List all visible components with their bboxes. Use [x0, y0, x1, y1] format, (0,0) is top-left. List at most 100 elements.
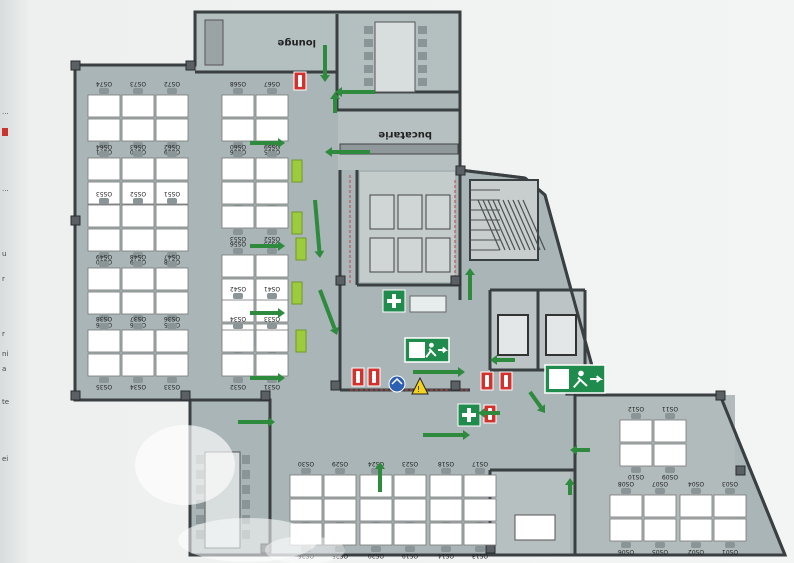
desk — [87, 267, 121, 291]
desk — [429, 498, 463, 522]
lounge-sofa — [204, 19, 224, 66]
desk — [255, 329, 289, 353]
desk-chair — [133, 323, 143, 329]
evacuation-arrows — [238, 45, 590, 495]
chair — [242, 470, 250, 479]
desk-label: OS51 — [164, 190, 180, 197]
desk — [87, 353, 121, 377]
kitchen-counter — [339, 143, 459, 155]
chair — [364, 78, 373, 86]
desk — [155, 94, 189, 118]
desk — [619, 419, 653, 443]
meeting-table — [374, 21, 416, 93]
desk-chair — [133, 377, 143, 383]
desk — [323, 522, 357, 546]
restroom-stall — [397, 194, 423, 230]
desk-label: OS73 — [130, 80, 146, 87]
desk — [393, 474, 427, 498]
evacuation-arrow-icon — [335, 87, 375, 97]
desk-label: OS12 — [628, 405, 644, 412]
desk-label: OS11 — [662, 405, 678, 412]
desk-label: OS37 — [130, 315, 146, 322]
evacuation-arrow-icon — [375, 462, 385, 492]
margin-text: u — [2, 250, 7, 258]
desk — [155, 329, 189, 353]
desk — [121, 353, 155, 377]
svg-text:!: ! — [417, 385, 420, 394]
stair-step — [497, 199, 521, 251]
desk — [155, 204, 189, 228]
desk — [619, 443, 653, 467]
desk — [155, 157, 189, 181]
desk-chair — [665, 413, 675, 419]
desk-clusters: OS74OS73OS72OS71OS70OS69OS68OS67OS66OS65… — [87, 80, 747, 559]
desk-label: OS14 — [438, 552, 454, 559]
evacuation-arrow-icon — [320, 45, 330, 82]
desk-label: OS41 — [264, 285, 280, 292]
column-6 — [335, 275, 346, 286]
fire-extinguisher-icon — [480, 371, 494, 391]
elevator-2 — [545, 314, 577, 356]
desk-chair — [725, 488, 735, 494]
desk — [121, 94, 155, 118]
desk — [643, 518, 677, 542]
desk-chair — [133, 142, 143, 148]
desk-label: OS07 — [652, 480, 668, 487]
evacuation-arrow-icon — [250, 138, 285, 148]
desk-label: OS33 — [264, 315, 280, 322]
desk-chair — [133, 315, 143, 321]
stair-step — [507, 199, 531, 251]
column-7 — [450, 275, 461, 286]
evacuation-arrow-icon — [330, 92, 340, 113]
desk-label: OS04 — [688, 480, 704, 487]
desk — [121, 291, 155, 315]
desk-chair — [99, 142, 109, 148]
desk-chair — [267, 293, 277, 299]
desk-label: OS10 — [628, 473, 644, 480]
glare-spot — [135, 425, 235, 505]
desk-chair — [233, 142, 243, 148]
desk-label: OS59 — [264, 143, 280, 150]
desk-chair — [267, 151, 277, 157]
desk-chair — [475, 468, 485, 474]
column-14 — [735, 465, 746, 476]
desk-chair — [233, 229, 243, 235]
desk — [221, 181, 255, 205]
fire-extinguisher-icon — [351, 367, 365, 387]
desk-label: OS64 — [96, 143, 112, 150]
desk-label: OS20 — [368, 552, 384, 559]
evacuation-arrow-icon — [565, 478, 575, 495]
restroom-stall — [369, 194, 395, 230]
desk-label: OS26 — [298, 552, 314, 559]
small-room-table — [514, 514, 556, 541]
desk-label: OS67 — [264, 80, 280, 87]
desk — [359, 498, 393, 522]
desk-chair — [475, 546, 485, 552]
desk-chair — [233, 88, 243, 94]
evacuation-arrow-icon — [490, 355, 515, 365]
desk-chair — [267, 88, 277, 94]
desk-label: OS55 — [264, 240, 280, 247]
evacuation-arrow-icon — [325, 147, 370, 157]
desk — [255, 157, 289, 181]
chair — [364, 39, 373, 47]
desk-chair — [99, 151, 109, 157]
restroom-stall — [425, 194, 451, 230]
desk — [121, 329, 155, 353]
plant — [291, 159, 303, 183]
fire-extinguisher-icon — [499, 371, 513, 391]
desk — [255, 254, 289, 278]
desk — [221, 157, 255, 181]
wall-20 — [543, 194, 602, 396]
desk-label: OS30 — [298, 460, 314, 467]
column-11 — [715, 390, 726, 401]
fire-extinguisher-icon — [367, 367, 381, 387]
desk-label: OS32 — [230, 383, 246, 390]
stair-step — [477, 199, 501, 251]
desk — [155, 353, 189, 377]
desk-label: OS29 — [332, 460, 348, 467]
desk-label: OS53 — [96, 190, 112, 197]
desk — [121, 267, 155, 291]
desk-label: OS38 — [96, 315, 112, 322]
desk — [121, 157, 155, 181]
